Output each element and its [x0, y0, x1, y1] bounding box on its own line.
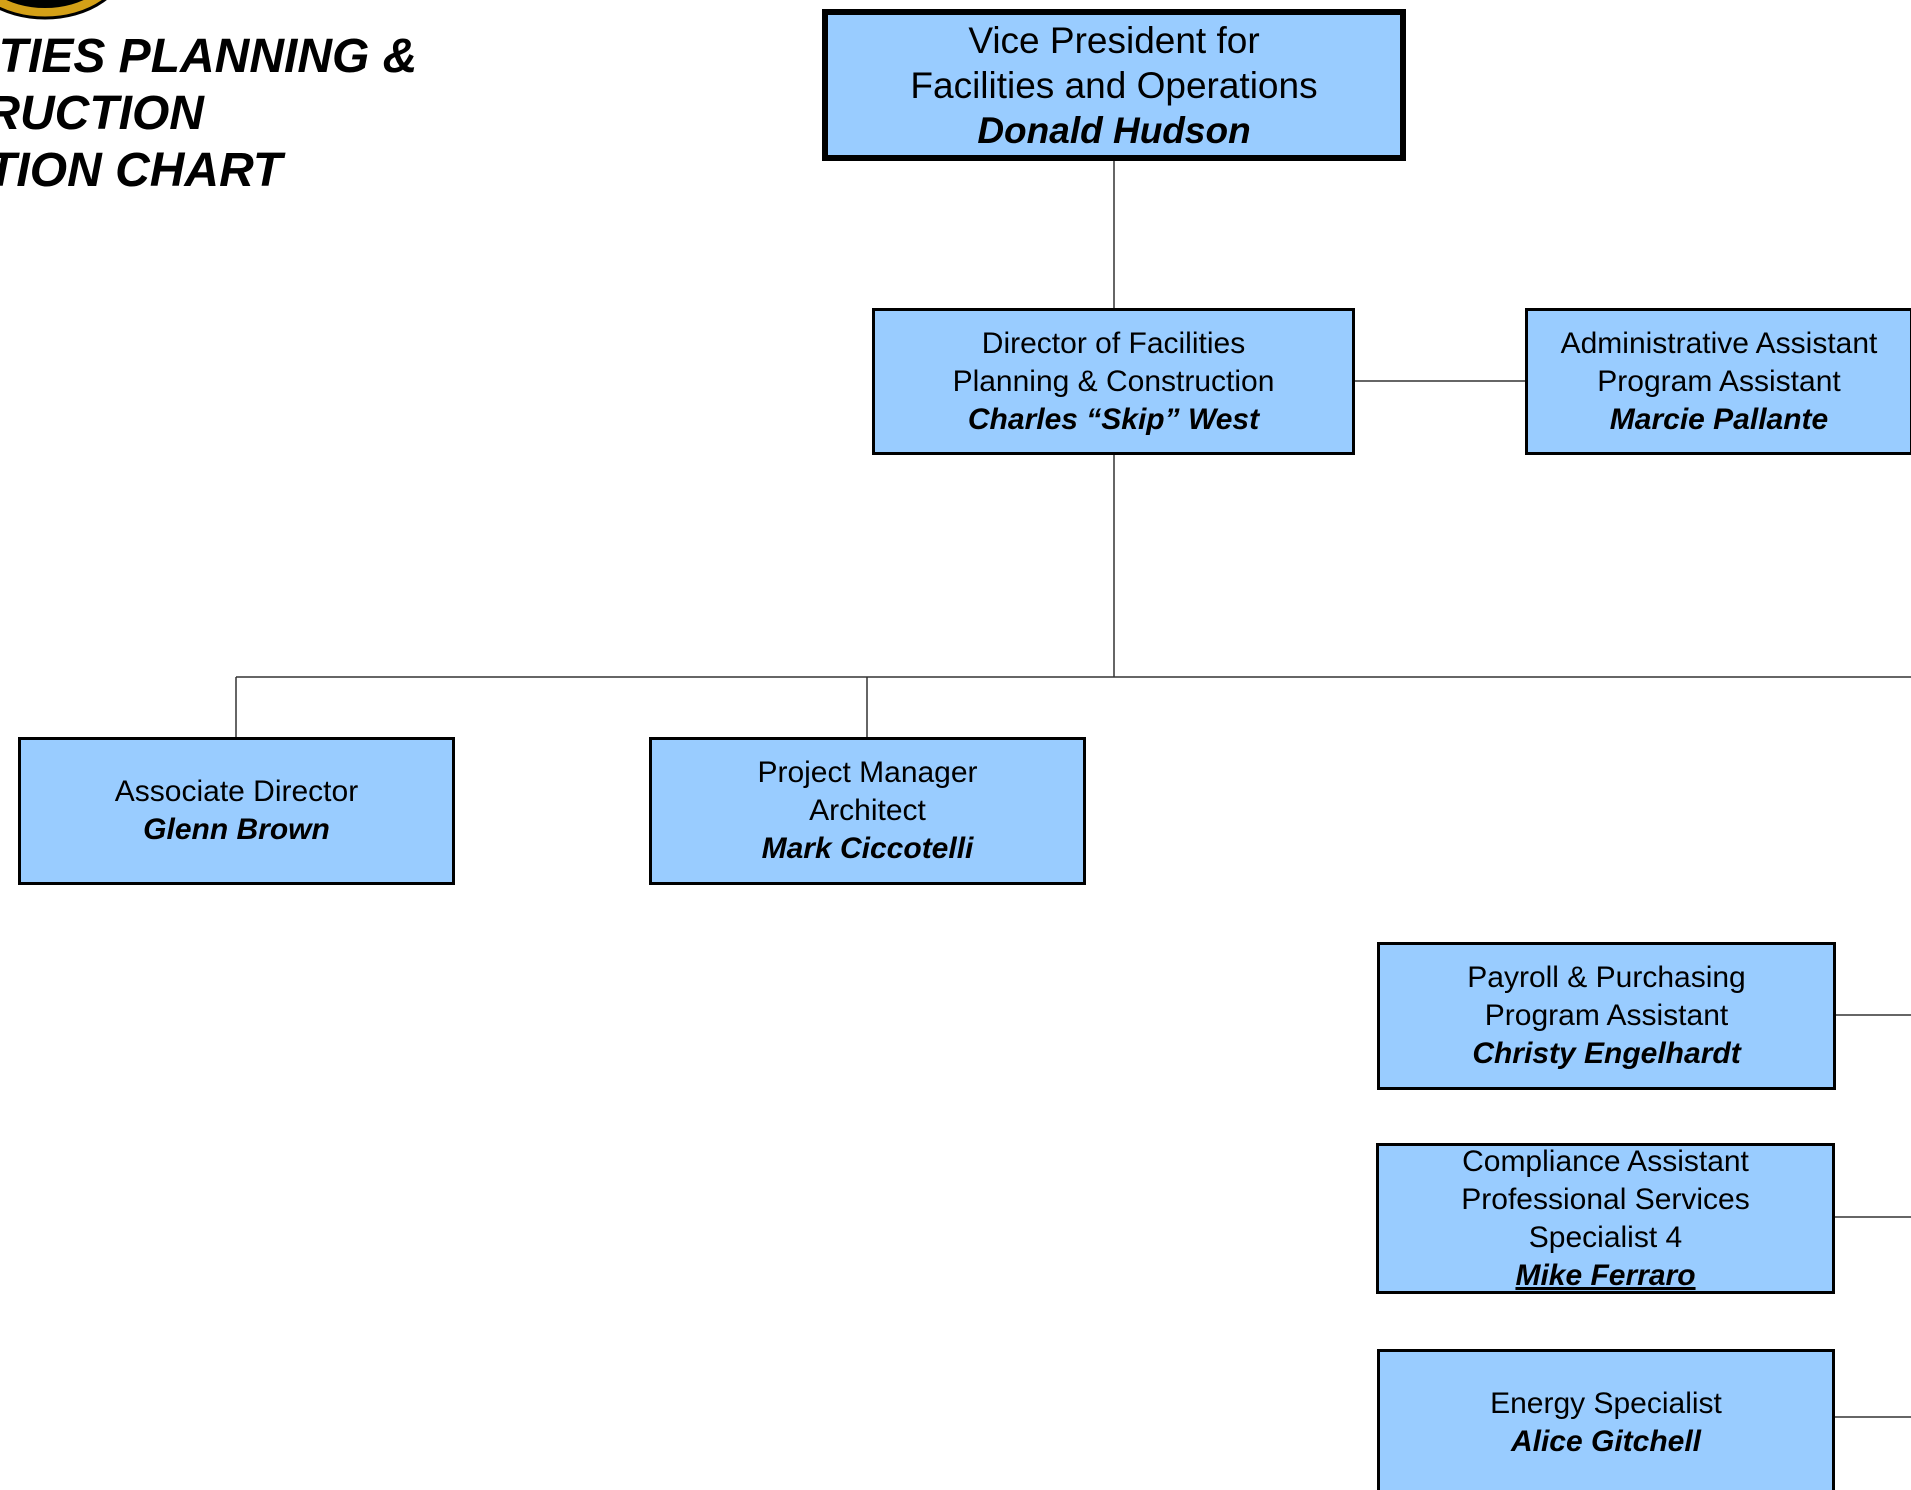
node-person-name: Alice Gitchell [1510, 1425, 1702, 1458]
node-person-name: Glenn Brown [143, 813, 330, 846]
node-person-name: Mark Ciccotelli [761, 832, 974, 865]
node-title-line: Facilities and Operations [910, 64, 1318, 106]
node-person-name: Mike Ferraro [1515, 1258, 1696, 1292]
university-seal-icon [0, 0, 107, 20]
node-person-name: Donald Hudson [977, 109, 1251, 151]
chart-title-line-3: ATION CHART [0, 144, 283, 197]
node-director: Director of Facilities Planning & Constr… [872, 308, 1355, 455]
node-title-line: Project Manager [757, 756, 978, 789]
node-vice-president: Vice President for Facilities and Operat… [822, 9, 1406, 161]
chart-title: LITIES PLANNING & TRUCTION ATION CHART [0, 28, 476, 199]
node-person-name: Christy Engelhardt [1472, 1037, 1741, 1070]
node-title-line: Administrative Assistant [1560, 326, 1878, 360]
node-title-line: Energy Specialist [1490, 1387, 1722, 1420]
node-title-line: Specialist 4 [1528, 1220, 1683, 1254]
node-title-line: Payroll & Purchasing [1467, 961, 1746, 994]
node-title-line: Planning & Construction [952, 364, 1275, 398]
node-associate-director: Associate Director Glenn Brown [18, 737, 455, 885]
node-payroll-purchasing: Payroll & Purchasing Program Assistant C… [1377, 942, 1836, 1090]
node-person-name: Charles “Skip” West [967, 402, 1260, 436]
node-title-line: Director of Facilities [981, 326, 1246, 360]
node-project-manager: Project Manager Architect Mark Ciccotell… [649, 737, 1086, 885]
node-compliance-assistant: Compliance Assistant Professional Servic… [1376, 1143, 1835, 1294]
node-title-line: Program Assistant [1597, 364, 1841, 398]
node-person-name: Marcie Pallante [1609, 402, 1829, 436]
node-energy-specialist: Energy Specialist Alice Gitchell [1377, 1349, 1835, 1490]
node-title-line: Vice President for [968, 19, 1260, 61]
node-title-line: Professional Services [1461, 1182, 1750, 1216]
node-title-line: Associate Director [114, 775, 359, 808]
node-title-line: Compliance Assistant [1462, 1144, 1749, 1178]
node-title-line: Program Assistant [1484, 999, 1729, 1032]
chart-title-line-1: LITIES PLANNING & [0, 30, 418, 83]
chart-title-line-2: TRUCTION [0, 87, 204, 140]
node-administrative-assistant: Administrative Assistant Program Assista… [1525, 308, 1911, 455]
node-title-line: Architect [809, 794, 926, 827]
